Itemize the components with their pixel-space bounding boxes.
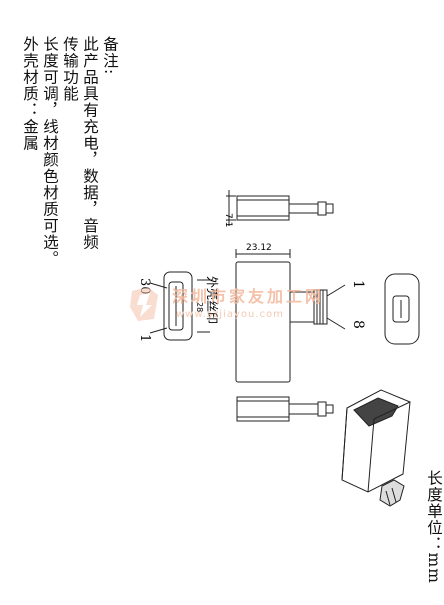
pin-8-label: 8 bbox=[350, 320, 366, 329]
connector-face bbox=[149, 271, 210, 341]
dim-front: 28 bbox=[195, 302, 204, 312]
watermark-logo-icon bbox=[130, 287, 158, 321]
watermark-text: 深圳市家友加工网 bbox=[172, 287, 325, 306]
side-view bbox=[384, 273, 420, 345]
notes-line-1: 此产品具有充电，数据，音频 bbox=[81, 36, 99, 251]
dim-width: 23.12 bbox=[246, 243, 272, 253]
bottom-view bbox=[236, 396, 334, 422]
silkscreen-label: 外壳丝印 bbox=[205, 276, 219, 324]
unit-label: 长度单位：mm bbox=[425, 470, 443, 584]
dim-top: 7.1 bbox=[223, 213, 233, 227]
notes-line-3: 长度可调，线材颜色材质可选。 bbox=[41, 36, 59, 267]
isometric-view bbox=[341, 389, 411, 507]
front-view bbox=[235, 249, 346, 383]
notes-heading: 备注: bbox=[101, 36, 119, 76]
notes-block: 备注: 此产品具有充电，数据，音频 传输功能 长度可调，线材颜色材质可选。 外壳… bbox=[20, 36, 120, 267]
watermark-url: www.szjiayou.com bbox=[176, 309, 284, 320]
pin-1-right-label: 1 bbox=[350, 280, 366, 289]
top-view bbox=[226, 190, 334, 226]
notes-line-2: 传输功能 bbox=[61, 36, 79, 102]
notes-line-4: 外壳材质：金属 bbox=[21, 36, 39, 152]
pin-1-left-label: 1 bbox=[137, 334, 152, 342]
